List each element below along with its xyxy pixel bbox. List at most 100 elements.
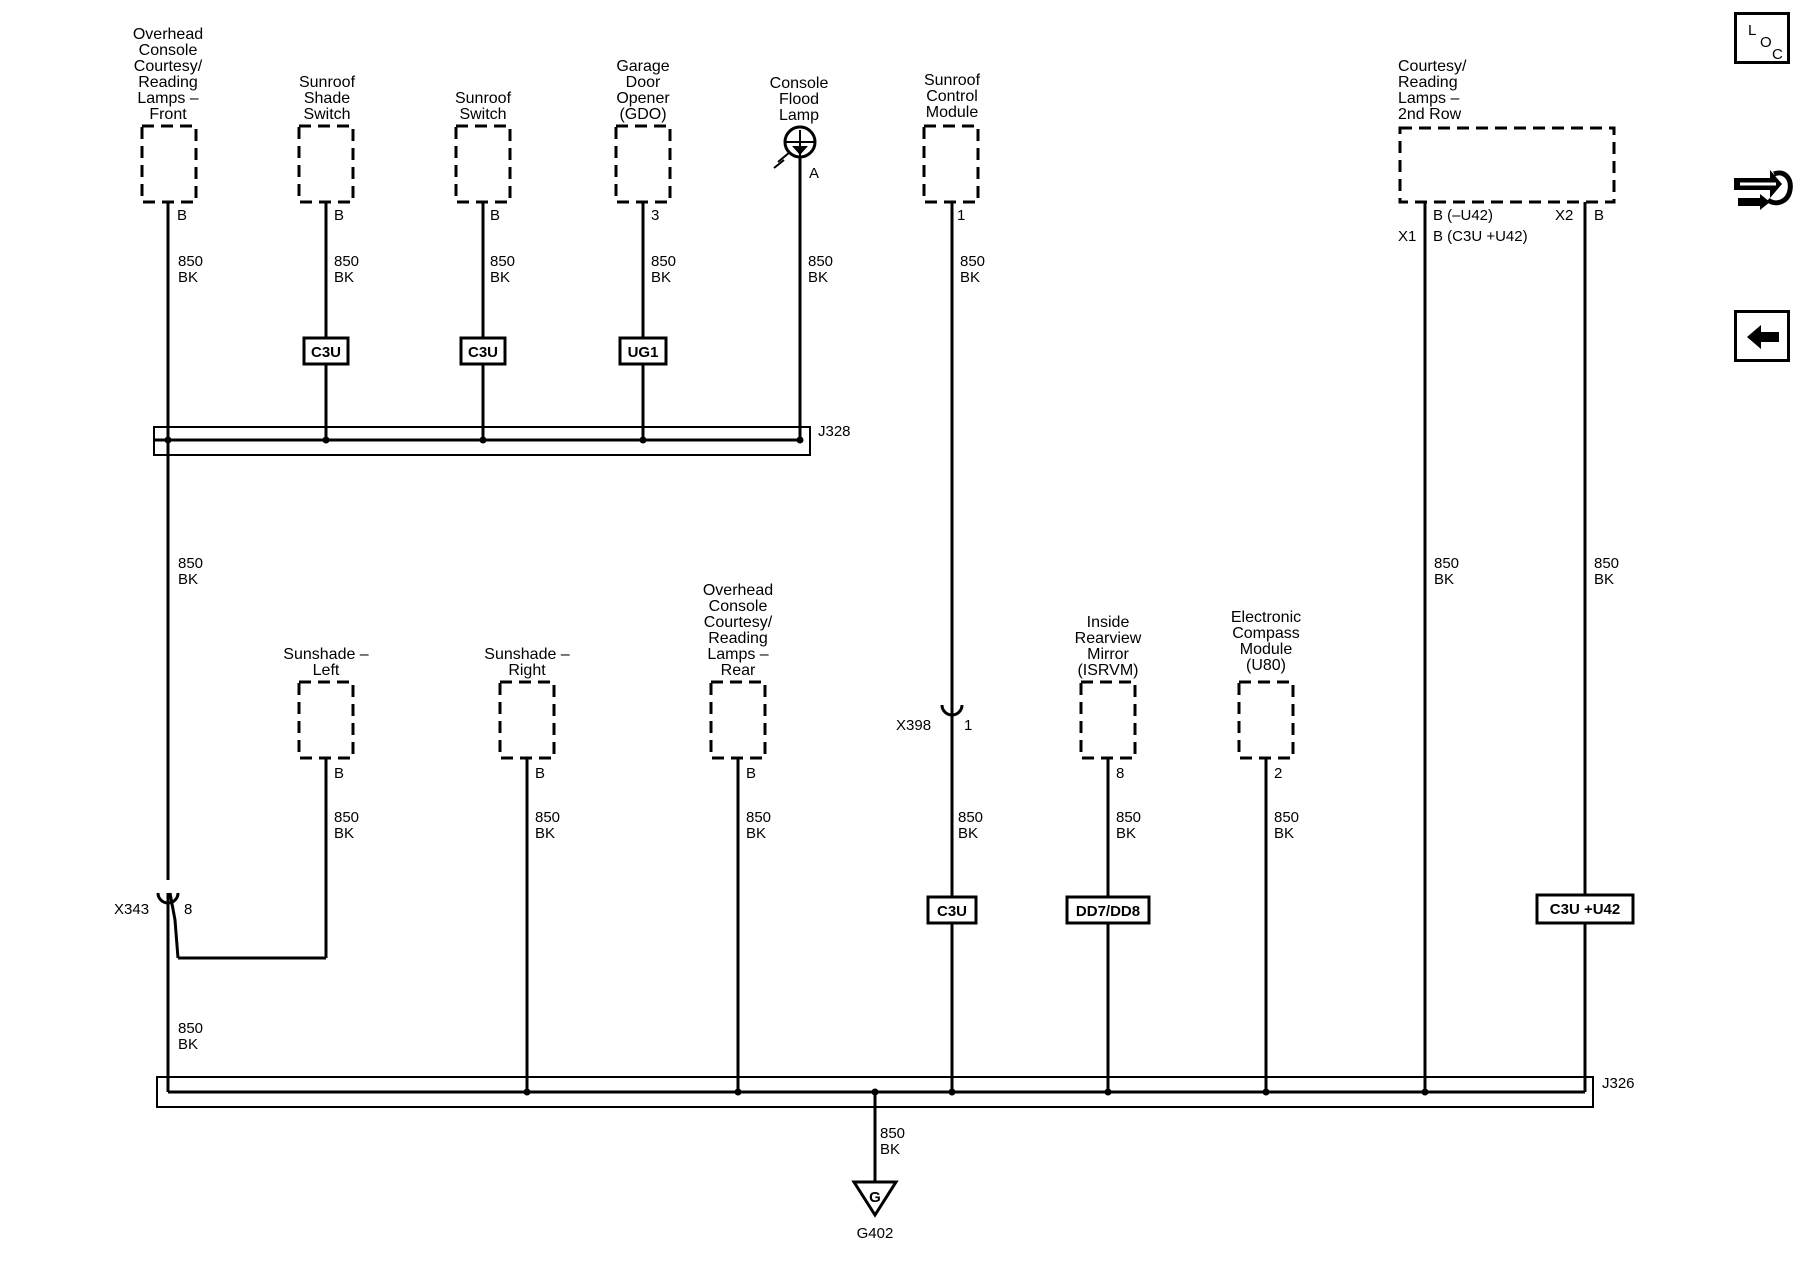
svg-text:Right: Right xyxy=(508,662,546,679)
isrvm-component xyxy=(1079,680,1137,760)
option-box: DD7/DD8 xyxy=(1065,895,1151,925)
svg-text:Door: Door xyxy=(626,74,661,91)
component-isrvm-title: Inside Rearview Mirror (ISRVM) xyxy=(1075,614,1142,679)
svg-text:G402: G402 xyxy=(857,1225,894,1242)
wire-color-label: BK xyxy=(178,1036,198,1053)
component-sunroof-module-title: Sunroof Control Module xyxy=(924,72,981,121)
wire-circuit-label: 850 xyxy=(178,555,203,572)
flood-lamp-bulb-icon xyxy=(773,125,817,169)
svg-text:C: C xyxy=(1772,46,1783,63)
wire-color-label: BK xyxy=(958,825,978,842)
component-overhead-rear-title: Overhead Console Courtesy/ Reading Lamps… xyxy=(703,582,773,679)
pin-label: A xyxy=(809,165,819,182)
ground-g402: G G402 xyxy=(851,1180,899,1242)
wires-top xyxy=(166,157,1587,1092)
pin-label: 2 xyxy=(1274,765,1282,782)
gdo-component xyxy=(614,124,672,204)
svg-text:Module: Module xyxy=(1240,641,1293,658)
pin-label: B xyxy=(177,207,187,224)
svg-text:L: L xyxy=(1748,22,1756,39)
sunroof-module-component xyxy=(922,124,980,204)
svg-text:J326: J326 xyxy=(1602,1075,1635,1092)
svg-text:Console: Console xyxy=(709,598,768,615)
wire-color-label: BK xyxy=(1434,571,1454,588)
wire-circuit-label: 850 xyxy=(490,253,515,270)
wire-color-label: BK xyxy=(1274,825,1294,842)
component-overhead-front-title: Overhead Console Courtesy/ Reading Lamps… xyxy=(133,26,203,123)
svg-text:Lamps –: Lamps – xyxy=(707,646,768,663)
svg-text:Electronic: Electronic xyxy=(1231,609,1301,626)
svg-text:Courtesy/: Courtesy/ xyxy=(134,58,203,75)
svg-text:(ISRVM): (ISRVM) xyxy=(1077,662,1138,679)
svg-text:2nd Row: 2nd Row xyxy=(1398,106,1462,123)
component-gdo-title: Garage Door Opener (GDO) xyxy=(616,58,670,123)
component-sunroof-switch-title: Sunroof Switch xyxy=(455,90,512,123)
option-box: C3U xyxy=(926,895,978,925)
svg-text:Sunshade –: Sunshade – xyxy=(484,646,570,663)
wire-color-label: BK xyxy=(178,571,198,588)
wire-color-label: BK xyxy=(880,1141,900,1158)
location-icon: L O C xyxy=(1748,22,1783,63)
wire-circuit-label: 850 xyxy=(960,253,985,270)
component-compass-title: Electronic Compass Module (U80) xyxy=(1231,609,1301,674)
svg-text:Lamp: Lamp xyxy=(779,107,819,124)
wire-circuit-label: 850 xyxy=(746,809,771,826)
svg-text:Switch: Switch xyxy=(459,106,506,123)
wire-circuit-label: 850 xyxy=(535,809,560,826)
option-box: C3U xyxy=(459,336,507,366)
component-sunshade-right-title: Sunshade – Right xyxy=(484,646,570,679)
svg-text:Front: Front xyxy=(149,106,187,123)
svg-text:C3U: C3U xyxy=(937,903,967,920)
overhead-rear-component xyxy=(709,680,767,760)
connector-end-view-icon xyxy=(1734,170,1793,210)
pin-label: B xyxy=(535,765,545,782)
connector-label: X2 xyxy=(1555,207,1573,224)
wire-circuit-label: 850 xyxy=(1274,809,1299,826)
svg-text:(U80): (U80) xyxy=(1246,657,1286,674)
compass-component xyxy=(1237,680,1295,760)
wire-color-label: BK xyxy=(490,269,510,286)
connector-end-view-button[interactable] xyxy=(1730,158,1794,218)
sunshade-left-component xyxy=(297,680,355,760)
option-box: UG1 xyxy=(618,336,668,366)
svg-text:Lamps –: Lamps – xyxy=(1398,90,1459,107)
connector-label: X343 xyxy=(114,901,149,918)
sunroof-switch-component xyxy=(454,124,512,204)
wire-color-label: BK xyxy=(178,269,198,286)
svg-text:Courtesy/: Courtesy/ xyxy=(704,614,773,631)
splice-pack-upper: J328 xyxy=(153,423,851,456)
wire-color-label: BK xyxy=(535,825,555,842)
svg-text:Reading: Reading xyxy=(1398,74,1458,91)
svg-text:Console: Console xyxy=(139,42,198,59)
back-button[interactable] xyxy=(1734,310,1790,362)
wire-color-label: BK xyxy=(334,825,354,842)
pin-label: B (C3U +U42) xyxy=(1433,228,1528,245)
svg-text:Flood: Flood xyxy=(779,91,819,108)
component-sunshade-left-title: Sunshade – Left xyxy=(283,646,369,679)
pin-label: 8 xyxy=(184,901,192,918)
pin-label: B (–U42) xyxy=(1433,207,1493,224)
wire-circuit-label: 850 xyxy=(178,253,203,270)
svg-text:Mirror: Mirror xyxy=(1087,646,1129,663)
pin-label: B xyxy=(1594,207,1604,224)
pin-label: 1 xyxy=(964,717,972,734)
wire-circuit-label: 850 xyxy=(1594,555,1619,572)
option-box: C3U xyxy=(302,336,350,366)
svg-text:Overhead: Overhead xyxy=(703,582,773,599)
svg-text:Opener: Opener xyxy=(616,90,670,107)
svg-text:J328: J328 xyxy=(818,423,851,440)
second-row-component xyxy=(1398,126,1616,204)
pin-label: B xyxy=(490,207,500,224)
svg-text:Garage: Garage xyxy=(616,58,669,75)
component-flood-lamp-title: Console Flood Lamp xyxy=(770,75,829,124)
svg-text:Lamps –: Lamps – xyxy=(137,90,198,107)
svg-text:Left: Left xyxy=(313,662,340,679)
wire-color-label: BK xyxy=(1116,825,1136,842)
svg-text:Sunroof: Sunroof xyxy=(455,90,512,107)
svg-text:G: G xyxy=(869,1189,881,1206)
location-button[interactable]: L O C xyxy=(1734,12,1790,64)
wire-circuit-label: 850 xyxy=(958,809,983,826)
component-shade-switch-title: Sunroof Shade Switch xyxy=(299,74,356,123)
pin-label: B xyxy=(334,207,344,224)
wire-color-label: BK xyxy=(334,269,354,286)
